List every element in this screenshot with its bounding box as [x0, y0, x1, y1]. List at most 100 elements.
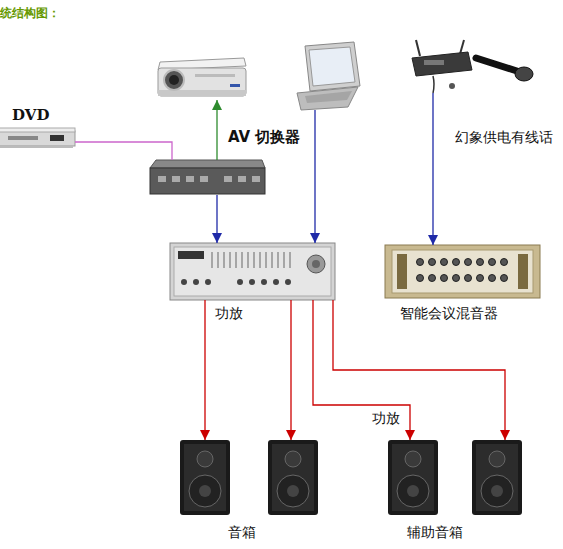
projector-symbol-part — [169, 75, 179, 85]
mixer-symbol-part — [385, 245, 540, 298]
av-switcher-symbol-part — [150, 160, 265, 168]
microphone-symbol-part — [424, 60, 444, 65]
signal-connector — [204, 300, 205, 440]
dvd-player-symbol — [0, 128, 75, 148]
signal-connector — [333, 300, 505, 440]
node-label: DVD — [12, 106, 49, 124]
illustration-part-part — [477, 259, 484, 266]
av-switcher-symbol-part — [186, 176, 194, 182]
illustration-part-part — [441, 259, 448, 266]
illustration-part — [417, 259, 508, 282]
illustration-part-part — [224, 252, 225, 268]
microphone-symbol-part — [476, 58, 520, 72]
illustration-part-part — [249, 279, 255, 285]
speaker-symbol-part — [180, 440, 230, 515]
laptop-symbol-part — [305, 91, 352, 103]
illustration-part-part — [205, 279, 211, 285]
microphone-symbol-part — [449, 83, 455, 89]
speaker-symbol-part — [189, 475, 221, 507]
illustration-part-part — [230, 252, 231, 268]
speaker-symbol-part — [287, 485, 299, 497]
speaker-symbol — [472, 440, 522, 515]
speaker-node — [180, 440, 230, 515]
illustration-part-part — [489, 275, 496, 282]
mixer-symbol-part — [397, 254, 407, 289]
dvd-player-symbol-part — [0, 131, 75, 146]
illustration-part-part — [193, 279, 199, 285]
illustration-part-part — [261, 279, 267, 285]
speaker-symbol-part — [199, 485, 211, 497]
speaker-symbol-part — [277, 475, 309, 507]
speaker-symbol-part — [476, 444, 518, 511]
microphone-symbol-part — [433, 76, 434, 93]
dvd-player-symbol-part — [0, 128, 75, 132]
microphone-symbol — [412, 40, 533, 93]
speaker-node — [388, 440, 438, 515]
speaker-symbol-part — [407, 485, 419, 497]
illustration-part-part — [465, 275, 472, 282]
microphone-symbol-part — [416, 40, 420, 56]
projector-symbol-part — [195, 74, 235, 77]
projector-node — [155, 52, 247, 100]
projector-symbol-part — [164, 70, 184, 90]
speaker-symbol-part — [268, 440, 318, 515]
speaker-symbol-part — [184, 444, 226, 511]
av-switcher-symbol-part — [172, 176, 180, 182]
illustration-part-part — [501, 275, 508, 282]
illustration-part-part — [453, 275, 460, 282]
projector-symbol — [158, 58, 246, 96]
av-switcher-symbol-part — [150, 168, 265, 194]
dvd-player-symbol-part — [8, 136, 38, 140]
microphone-symbol-part — [515, 67, 533, 81]
amplifier-symbol-part — [178, 251, 204, 259]
amplifier-symbol-part — [307, 255, 325, 273]
diagram-title: 统结构图： — [0, 4, 60, 22]
speaker-symbol-part — [491, 485, 503, 497]
caption-label: 辅助音箱 — [407, 523, 463, 541]
speaker-symbol — [180, 440, 230, 515]
av-switcher-symbol-part — [224, 176, 232, 182]
illustration-part-part — [501, 259, 508, 266]
speaker-symbol-part — [388, 440, 438, 515]
mixer-symbol-part — [392, 250, 533, 293]
amplifier-symbol-part — [170, 243, 335, 300]
av-switcher-symbol-part — [158, 176, 166, 182]
laptop-symbol — [297, 42, 360, 110]
speaker-symbol-part — [405, 451, 421, 467]
speaker-node — [268, 440, 318, 515]
illustration-part-part — [477, 275, 484, 282]
illustration-part — [212, 252, 290, 268]
signal-connector — [432, 93, 433, 245]
projector-symbol-part — [158, 68, 246, 96]
speaker-symbol-part — [489, 451, 505, 467]
illustration-part-part — [441, 275, 448, 282]
dvd-player-node: DVD — [0, 128, 75, 148]
speaker-symbol — [268, 440, 318, 515]
illustration-part-part — [278, 252, 279, 268]
amplifier-symbol — [170, 243, 335, 300]
signal-connector — [216, 100, 217, 160]
speaker-symbol-part — [272, 444, 314, 511]
laptop-symbol-part — [305, 42, 360, 91]
signal-connector — [216, 195, 217, 243]
amplifier-symbol-part — [174, 247, 331, 296]
node-label: 智能会议混音器 — [400, 304, 498, 322]
projector-symbol-part — [230, 84, 240, 87]
amplifier-node: 功放 — [170, 243, 335, 300]
illustration-part-part — [260, 252, 261, 268]
illustration-part-part — [290, 252, 291, 268]
illustration-part-part — [242, 252, 243, 268]
illustration-part-part — [273, 279, 279, 285]
microphone-symbol-part — [412, 52, 472, 76]
speaker-symbol-part — [285, 451, 301, 467]
caption-label: 音箱 — [228, 523, 256, 541]
node-label: 幻象供电有线话 — [455, 128, 553, 146]
signal-connector — [75, 142, 172, 160]
signal-connector — [314, 110, 315, 243]
illustration-part-part — [237, 279, 243, 285]
laptop-symbol-part — [297, 87, 358, 110]
illustration-part-part — [429, 259, 436, 266]
av-switcher-symbol-part — [200, 176, 208, 182]
